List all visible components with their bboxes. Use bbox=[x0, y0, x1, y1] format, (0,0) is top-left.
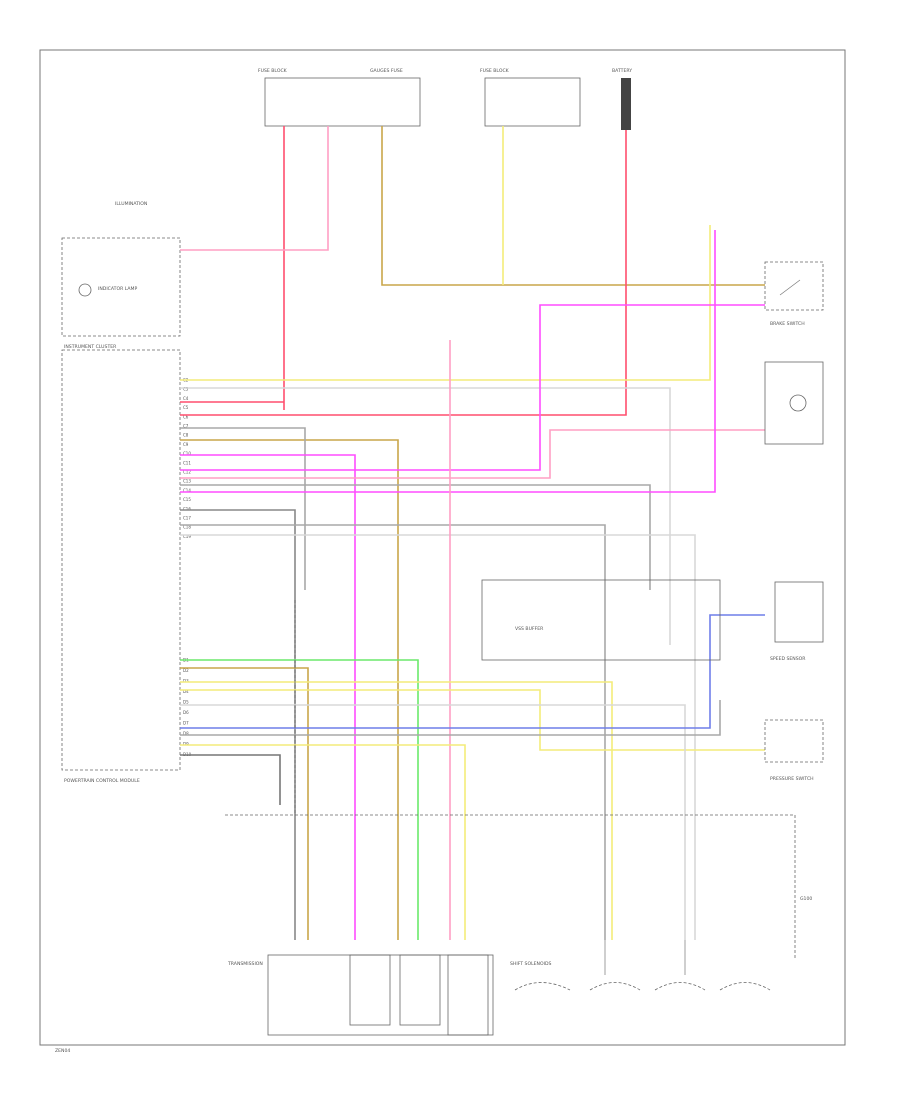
speed-sensor: SPEED SENSOR bbox=[770, 581, 824, 662]
speed-sensor-label: SPEED SENSOR bbox=[770, 656, 806, 662]
transmission: TRANSMISSION bbox=[227, 954, 494, 1036]
illumination-label: ILLUMINATION bbox=[115, 201, 147, 207]
indicator-lamp-label: INDICATOR LAMP bbox=[98, 286, 138, 292]
gauge-fuse-label: GAUGES FUSE bbox=[370, 68, 403, 74]
wire-yellow-c2 bbox=[180, 225, 711, 381]
pin-label: C19 bbox=[183, 534, 191, 539]
speed-sensor-cluster bbox=[764, 361, 824, 445]
fuse-block-left: FUSE BLOCK GAUGES FUSE bbox=[258, 68, 421, 127]
wire-lightgray-c16 bbox=[180, 534, 696, 940]
wire-tan-d2 bbox=[180, 667, 309, 940]
wire-gray-c15 bbox=[180, 524, 606, 940]
pin-label: C8 bbox=[183, 433, 189, 438]
pin-label: C18 bbox=[183, 525, 191, 530]
wire-tan-feed bbox=[381, 126, 765, 286]
brake-switch: BRAKE SWITCH bbox=[764, 261, 824, 327]
wire-magenta-c12 bbox=[180, 230, 716, 493]
shift-solenoids-label: SHIFT SOLENOIDS bbox=[510, 961, 551, 967]
battery-icon bbox=[621, 78, 631, 130]
sensor-coil-icon bbox=[789, 394, 807, 412]
pin-label: C17 bbox=[183, 516, 191, 521]
pin-label: C3 bbox=[183, 387, 189, 392]
instrument-cluster-label: INSTRUMENT CLUSTER bbox=[64, 344, 117, 350]
pin-label: D3 bbox=[183, 679, 189, 684]
wire-green-d1 bbox=[180, 659, 419, 940]
wire-magenta-c8 bbox=[180, 454, 356, 940]
pin-label: D7 bbox=[183, 721, 189, 726]
pin-label: D4 bbox=[183, 689, 189, 694]
indicator-lamp-box bbox=[61, 237, 181, 337]
pin-label: D2 bbox=[183, 668, 189, 673]
lamp-bulb-icon bbox=[78, 283, 92, 297]
wire-red-battery bbox=[180, 130, 627, 416]
battery: BATTERY bbox=[612, 68, 632, 130]
wire-gray-c11 bbox=[180, 484, 651, 590]
wire-blue-d7 bbox=[180, 614, 765, 729]
wire-pink-c10 bbox=[180, 429, 765, 479]
fuse-block-left-label: FUSE BLOCK bbox=[258, 68, 288, 74]
ground-bus bbox=[225, 814, 796, 960]
wire-yellow-d9 bbox=[180, 744, 466, 940]
vss-buffer-label: VSS BUFFER bbox=[515, 626, 544, 632]
pin-label: C4 bbox=[183, 396, 189, 401]
wire-yellow-d4 bbox=[180, 689, 765, 751]
pin-label: C11 bbox=[183, 460, 191, 465]
transmission-label: TRANSMISSION bbox=[227, 961, 263, 967]
wire-magenta-c9 bbox=[180, 304, 765, 471]
pin-label: C13 bbox=[183, 479, 191, 484]
vss-buffer: VSS BUFFER bbox=[481, 579, 721, 661]
wire-gray-d5 bbox=[180, 704, 686, 940]
wire-dark-d10 bbox=[180, 754, 281, 805]
wire-tan-c7 bbox=[180, 439, 399, 940]
instrument-cluster-box bbox=[61, 349, 181, 771]
wire-gray-d8 bbox=[180, 700, 721, 736]
diagram-frame bbox=[39, 49, 846, 1046]
pin-label: C7 bbox=[183, 424, 189, 429]
pin-label: C9 bbox=[183, 442, 189, 447]
wire-pink-feed bbox=[180, 126, 329, 251]
indicator-lamp: INDICATOR LAMP bbox=[78, 283, 138, 297]
wire-gray-c6 bbox=[180, 427, 306, 590]
pcm-label: POWERTRAIN CONTROL MODULE bbox=[64, 778, 140, 784]
pressure-switch: PRESSURE SWITCH bbox=[764, 719, 824, 782]
ground-label: G100 bbox=[800, 896, 812, 902]
fuse-block-right: FUSE BLOCK bbox=[480, 68, 581, 127]
pin-label: C10 bbox=[183, 451, 191, 456]
pin-label: C6 bbox=[183, 414, 189, 419]
shift-solenoids: SHIFT SOLENOIDS bbox=[510, 940, 771, 991]
footer-code: ZEN04 bbox=[55, 1048, 70, 1054]
pin-label: C12 bbox=[183, 470, 191, 475]
wire-gray-c3 bbox=[180, 387, 671, 645]
fuse-block-right-label: FUSE BLOCK bbox=[480, 68, 510, 74]
wire-dark-c14 bbox=[180, 509, 296, 940]
pin-label: D8 bbox=[183, 731, 189, 736]
pin-label: C15 bbox=[183, 497, 191, 502]
pin-label: C14 bbox=[183, 488, 191, 493]
brake-switch-label: BRAKE SWITCH bbox=[770, 321, 805, 327]
pin-label: C5 bbox=[183, 405, 189, 410]
pin-label: D5 bbox=[183, 700, 189, 705]
battery-label: BATTERY bbox=[612, 68, 632, 74]
pressure-switch-label: PRESSURE SWITCH bbox=[770, 776, 814, 782]
pin-label: C16 bbox=[183, 506, 191, 511]
wire-yellow-d3 bbox=[180, 681, 613, 940]
pin-label: D6 bbox=[183, 710, 189, 715]
pin-label: D9 bbox=[183, 742, 189, 747]
